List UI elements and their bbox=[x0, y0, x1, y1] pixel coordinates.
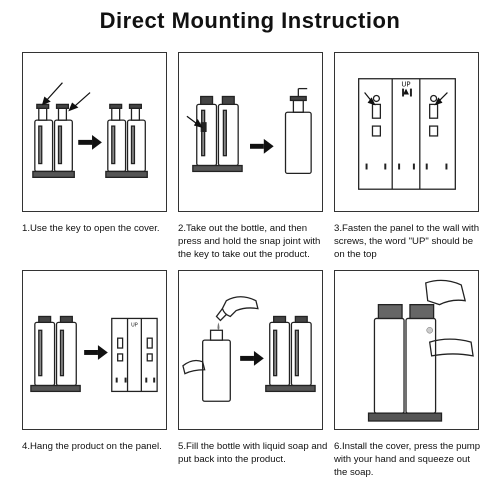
step-3-illustration: UP bbox=[334, 52, 479, 212]
step-6-illustration bbox=[334, 270, 479, 430]
step-2-illustration bbox=[178, 52, 323, 212]
step-5-illustration bbox=[178, 270, 323, 430]
step-2-caption: 2.Take out the bottle, and then press an… bbox=[178, 223, 321, 260]
hand-illustration bbox=[425, 279, 467, 306]
step-6-caption: 6.Install the cover, press the pump with… bbox=[334, 441, 481, 478]
arrow-icon bbox=[78, 134, 102, 150]
dispenser-illustration bbox=[367, 279, 474, 422]
arrow-icon bbox=[186, 115, 203, 129]
step-3-caption: 3.Fasten the panel to the wall with scre… bbox=[334, 223, 480, 260]
arrow-icon bbox=[250, 138, 274, 154]
dispenser-illustration: UP bbox=[30, 315, 158, 393]
hand-illustration bbox=[217, 322, 220, 331]
step-5-caption: 5.Fill the bottle with liquid soap and p… bbox=[178, 441, 328, 465]
step-4-caption: 4.Hang the product on the panel. bbox=[22, 441, 162, 452]
arrow-icon bbox=[364, 92, 448, 106]
up-label: UP bbox=[401, 81, 410, 89]
bottle-illustration bbox=[182, 296, 316, 402]
up-label: UP bbox=[131, 322, 138, 328]
step-4-illustration: UP bbox=[22, 270, 167, 430]
dispenser-illustration bbox=[32, 82, 148, 179]
dispenser-illustration bbox=[186, 87, 312, 175]
arrow-icon bbox=[403, 88, 409, 95]
wall-panel-illustration: UP bbox=[358, 78, 456, 190]
arrow-icon bbox=[240, 350, 264, 366]
arrow-icon bbox=[84, 345, 108, 360]
hand-illustration bbox=[428, 338, 474, 357]
step-1-caption: 1.Use the key to open the cover. bbox=[22, 223, 160, 234]
key-icon bbox=[200, 122, 207, 132]
step-1-illustration bbox=[22, 52, 167, 212]
page-title: Direct Mounting Instruction bbox=[99, 8, 401, 33]
arrow-icon bbox=[41, 82, 91, 112]
